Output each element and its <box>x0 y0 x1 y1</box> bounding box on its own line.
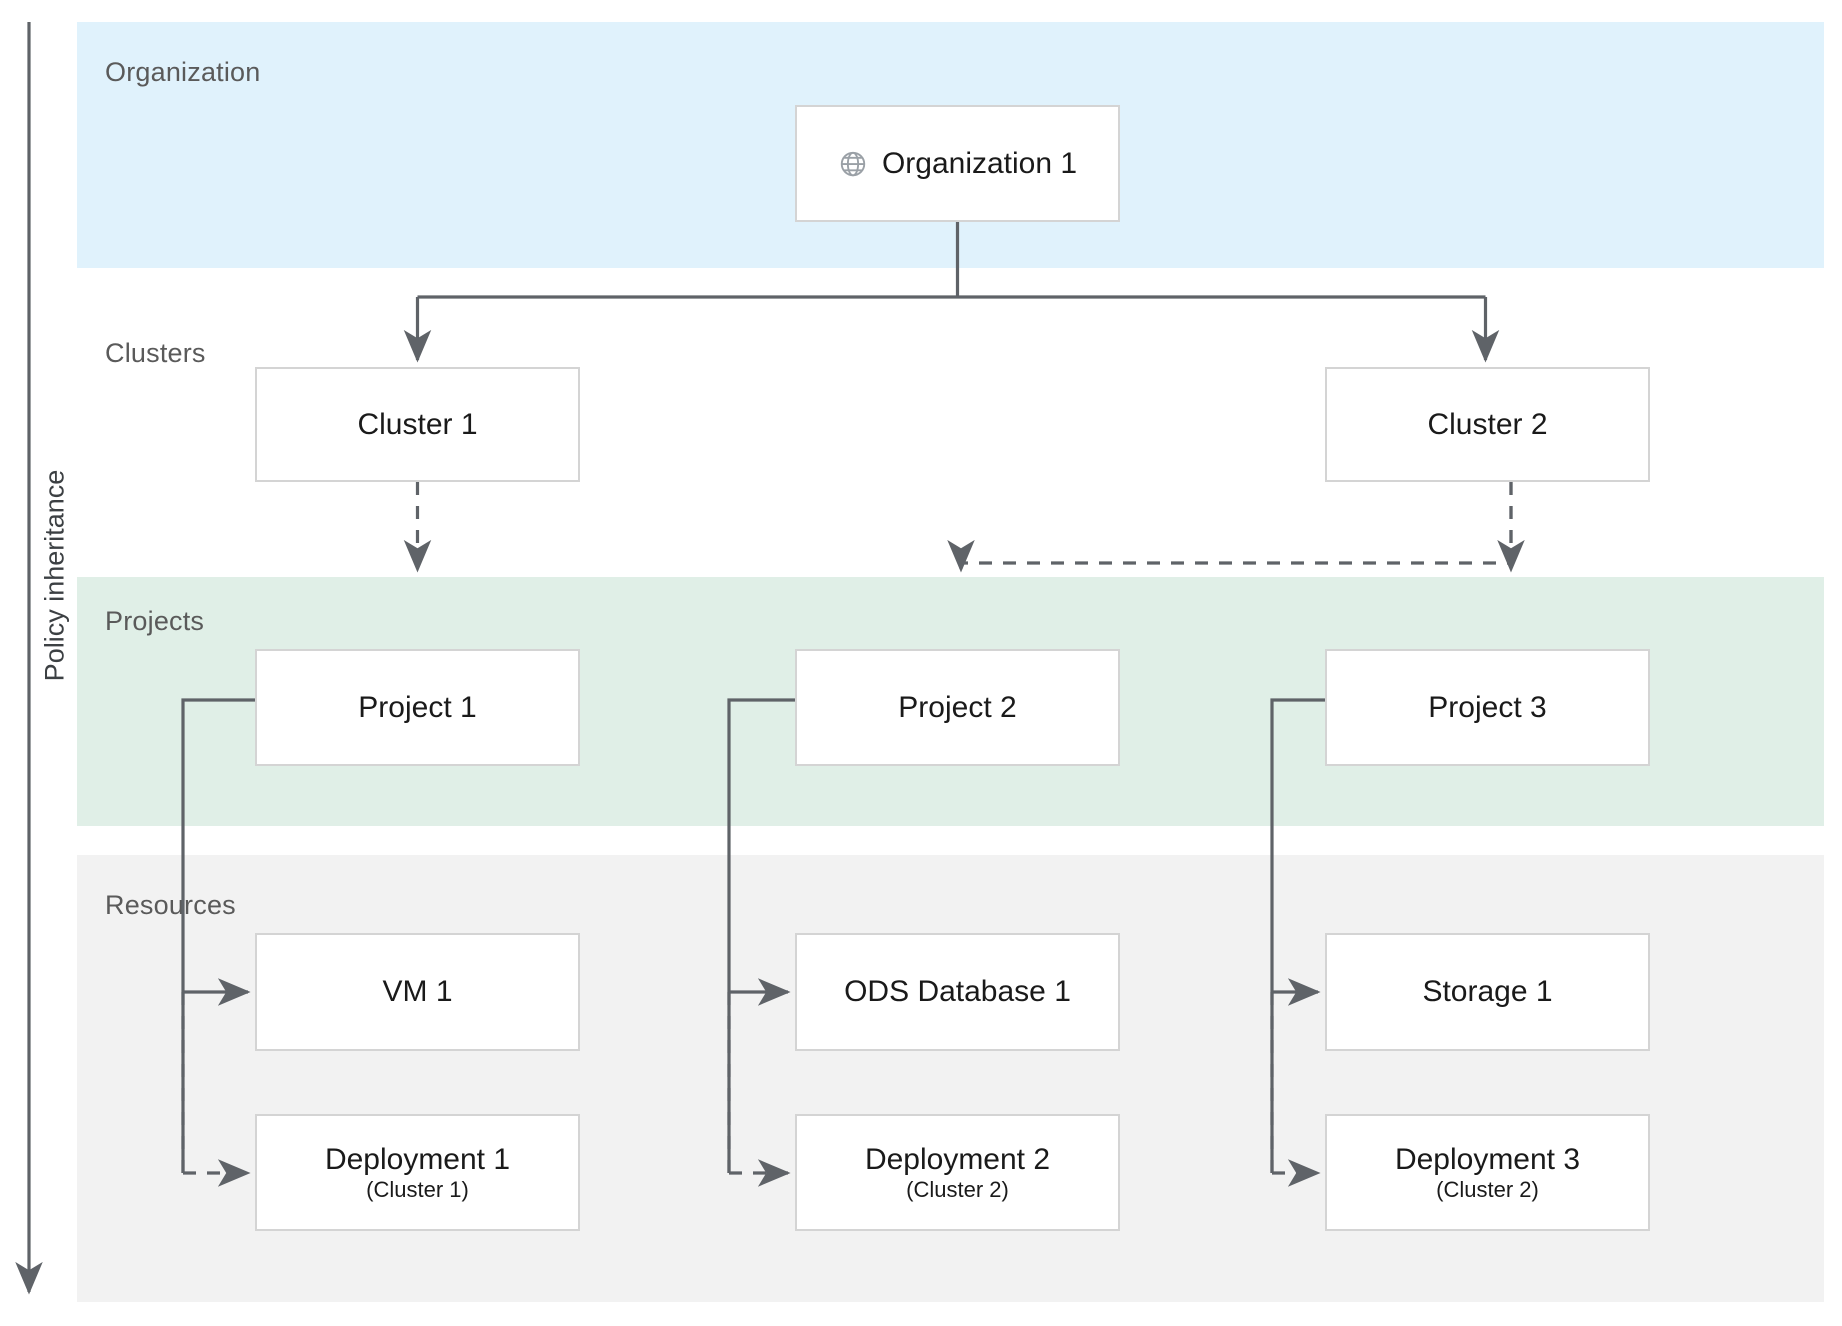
globe-icon <box>838 149 868 179</box>
node-deployment-2[interactable]: Deployment 2 (Cluster 2) <box>795 1114 1120 1231</box>
node-label: Project 3 <box>1428 690 1547 724</box>
node-deployment-1[interactable]: Deployment 1 (Cluster 1) <box>255 1114 580 1231</box>
node-label: ODS Database 1 <box>844 975 1071 1009</box>
node-vm-1[interactable]: VM 1 <box>255 933 580 1051</box>
node-ods-database-1[interactable]: ODS Database 1 <box>795 933 1120 1051</box>
node-label: Deployment 2 <box>864 1142 1051 1176</box>
node-deployment-3[interactable]: Deployment 3 (Cluster 2) <box>1325 1114 1650 1231</box>
node-label: Deployment 3 <box>1394 1142 1581 1176</box>
node-organization-1[interactable]: Organization 1 <box>795 105 1120 222</box>
node-project-2[interactable]: Project 2 <box>795 649 1120 766</box>
edge-project3-trunk <box>1270 698 1325 1173</box>
node-project-1[interactable]: Project 1 <box>255 649 580 766</box>
node-sublabel: (Cluster 2) <box>1436 1177 1539 1203</box>
node-label: Cluster 1 <box>357 407 478 441</box>
node-label: Project 1 <box>358 690 477 724</box>
node-sublabel: (Cluster 1) <box>366 1177 469 1203</box>
node-label: Project 2 <box>898 690 1017 724</box>
edge-project1-trunk <box>181 698 255 1173</box>
node-label: Organization 1 <box>881 146 1078 180</box>
band-label-organization: Organization <box>105 57 261 87</box>
node-label: Storage 1 <box>1422 975 1553 1009</box>
node-cluster-2[interactable]: Cluster 2 <box>1325 367 1650 482</box>
policy-inheritance-label: Policy inheritance <box>39 469 70 682</box>
node-label: Cluster 2 <box>1427 407 1548 441</box>
node-label: VM 1 <box>382 975 453 1009</box>
node-project-3[interactable]: Project 3 <box>1325 649 1650 766</box>
node-label: Deployment 1 <box>324 1142 511 1176</box>
edge-cluster2-project2 <box>947 482 1513 573</box>
band-label-projects: Projects <box>105 606 205 636</box>
band-label-clusters: Clusters <box>105 338 206 368</box>
node-storage-1[interactable]: Storage 1 <box>1325 933 1650 1051</box>
edge-project2-trunk <box>727 698 795 1173</box>
node-sublabel: (Cluster 2) <box>906 1177 1009 1203</box>
node-cluster-1[interactable]: Cluster 1 <box>255 367 580 482</box>
band-label-resources: Resources <box>105 890 236 920</box>
